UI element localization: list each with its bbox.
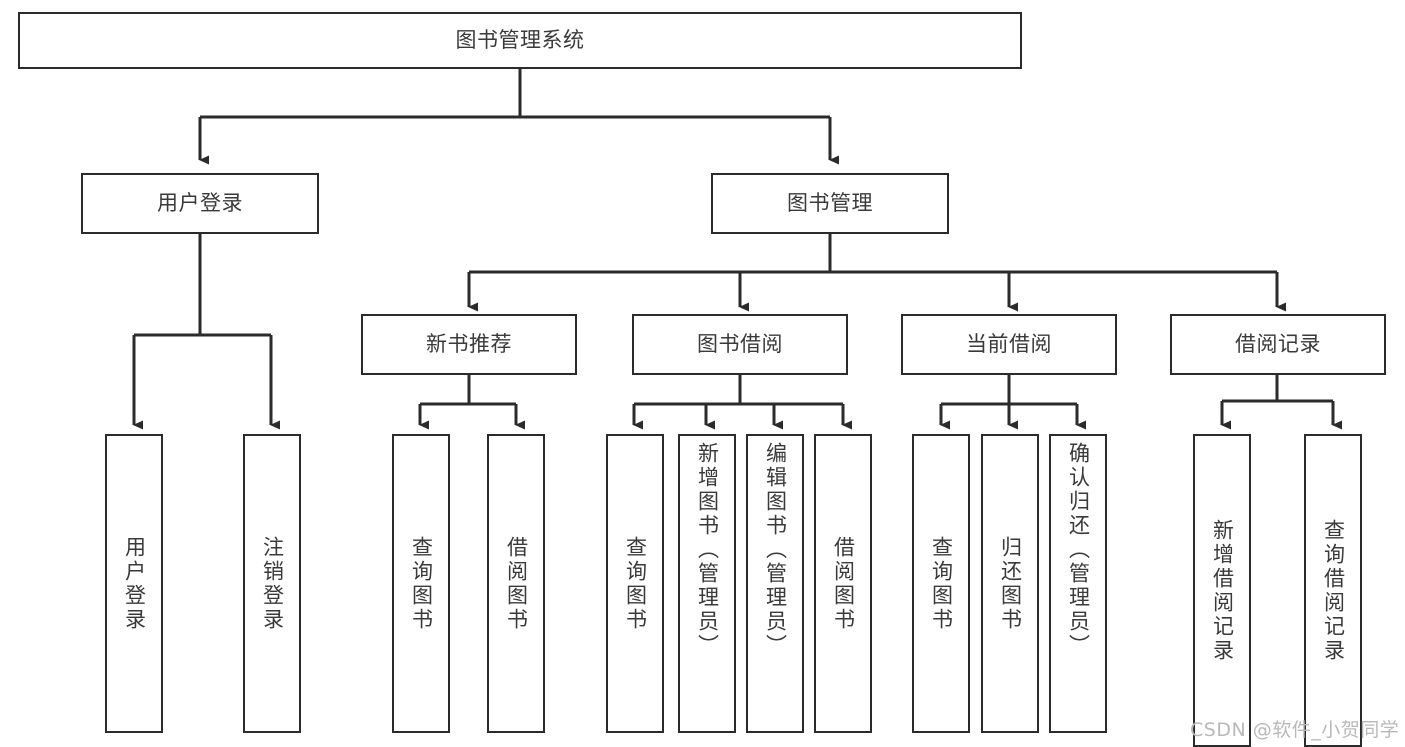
node-label: 当前借阅: [966, 332, 1052, 357]
leaf-borrow-query-book[interactable]: 查询图书: [606, 434, 664, 733]
node-label: 图书管理: [787, 191, 873, 216]
leaf-user-login-login[interactable]: 用户登录: [105, 434, 163, 733]
leaf-new-book-query-book[interactable]: 查询图书: [392, 434, 450, 733]
leaf-current-return-book[interactable]: 归还图书: [981, 434, 1039, 733]
node-label: 查询借阅记录: [1321, 518, 1346, 663]
node-book-management[interactable]: 图书管理: [711, 173, 949, 234]
node-label: 新书推荐: [426, 332, 512, 357]
leaf-user-login-logout[interactable]: 注销登录: [243, 434, 301, 733]
node-label: 查询图书: [929, 535, 954, 632]
node-label: 借阅图书: [504, 535, 529, 632]
leaf-record-query-borrow-record[interactable]: 查询借阅记录: [1304, 434, 1362, 747]
node-user-login[interactable]: 用户登录: [81, 173, 319, 234]
node-current-borrow[interactable]: 当前借阅: [901, 314, 1117, 375]
node-label: 新增借阅记录: [1210, 518, 1235, 663]
node-borrow-record[interactable]: 借阅记录: [1170, 314, 1386, 375]
node-root-book-management-system[interactable]: 图书管理系统: [18, 12, 1022, 69]
node-label: 查询图书: [409, 535, 434, 632]
leaf-borrow-add-book-admin[interactable]: 新增图书（管理员）: [678, 434, 736, 733]
leaf-new-book-borrow-book[interactable]: 借阅图书: [487, 434, 545, 733]
leaf-record-add-borrow-record[interactable]: 新增借阅记录: [1193, 434, 1251, 747]
node-label: 查询图书: [623, 535, 648, 632]
node-new-book-recommend[interactable]: 新书推荐: [361, 314, 577, 375]
node-book-borrow[interactable]: 图书借阅: [632, 314, 848, 375]
node-label: 借阅图书: [831, 535, 856, 632]
node-label: 注销登录: [260, 535, 285, 632]
node-label: 编辑图书（管理员）: [763, 442, 788, 658]
node-label: 归还图书: [998, 535, 1023, 632]
node-label: 用户登录: [157, 191, 243, 216]
node-label: 新增图书（管理员）: [695, 442, 720, 658]
node-label: 确认归还（管理员）: [1066, 442, 1091, 658]
leaf-current-query-book[interactable]: 查询图书: [912, 434, 970, 733]
leaf-borrow-edit-book-admin[interactable]: 编辑图书（管理员）: [746, 434, 804, 733]
node-label: 图书借阅: [697, 332, 783, 357]
leaf-current-confirm-return-admin[interactable]: 确认归还（管理员）: [1049, 434, 1107, 733]
node-label: 借阅记录: [1235, 332, 1321, 357]
node-label: 图书管理系统: [455, 28, 585, 53]
node-label: 用户登录: [122, 535, 147, 632]
leaf-borrow-borrow-book[interactable]: 借阅图书: [814, 434, 872, 733]
